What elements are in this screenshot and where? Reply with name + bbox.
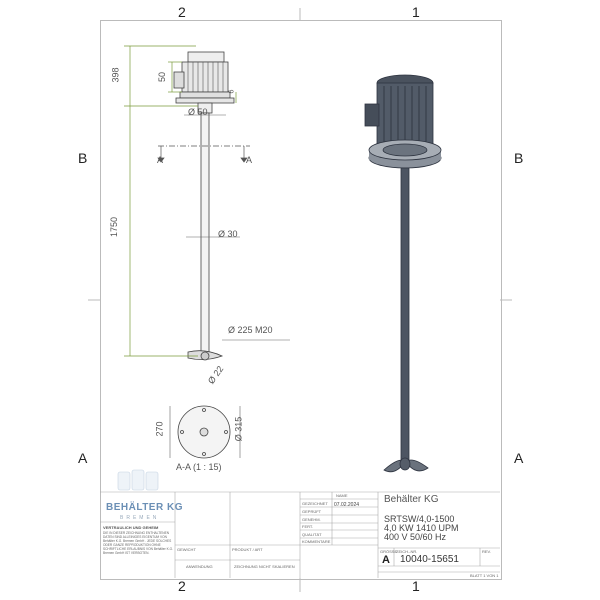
label-scale-note: ZEICHNUNG NICHT SKALIEREN [234,564,295,569]
spec-line-3: 400 V 50/60 Hz [384,532,447,542]
section-view-label: A-A (1 : 15) [176,462,222,472]
label-qa: QUALITÄT [302,532,322,537]
company-name: Behälter KG [384,494,439,505]
label-comments: KOMMENTARE [302,539,331,544]
dim-dia-30: Ø 30 [218,229,238,239]
label-dwgno: ZEICH.-NR. [396,549,418,554]
label-mfg: FERT. [302,524,314,529]
sheet-size: A [382,554,390,566]
label-weight: GEWICHT [177,547,196,552]
dim-50: 50 [157,71,168,83]
label-usage: ANWENDUNG [186,564,213,569]
section-mark-left: A [157,155,164,165]
label-rev: REV. [482,549,491,554]
confidential-title: VERTRAULICH UND GEHEIM [103,525,159,530]
zone-label-left-b: B [78,150,88,166]
zone-label-top-1: 1 [412,4,420,20]
spec-line-1: SRTSW/4,0-1500 [384,514,455,524]
company-logo-city: BREMEN [120,515,160,521]
zone-label-bottom-2: 2 [178,578,186,594]
company-logo-text: BEHÄLTER KG [106,502,183,513]
drawing-date: 07.02.2024 [334,502,360,508]
dim-dia-50: Ø 50 [188,107,208,117]
label-checked: GEPRÜFT [302,509,322,514]
dim-270: 270 [154,421,165,437]
dim-6: 6 [228,89,236,94]
label-approved: GENEHM. [302,517,321,522]
zone-label-right-b: B [514,150,524,166]
label-product: PRODUKT / ART [232,547,263,552]
confidential-body: DIE IN DIESER ZEICHNUNG ENTHALTENEN DATE… [103,531,173,555]
zone-label-right-a: A [514,450,524,466]
zone-label-left-a: A [78,450,88,466]
zone-label-bottom-1: 1 [412,578,420,594]
spec-line-2: 4,0 KW 1410 UPM [384,523,459,533]
section-mark-right: A [246,155,253,165]
dim-dia-225: Ø 225 M20 [228,325,273,335]
label-name: NAME [336,493,348,498]
drawing-number: 10040-15651 [400,554,459,565]
label-size: GRÖSSE [380,549,398,554]
dim-398: 398 [110,67,121,83]
logo-graphic [117,469,159,491]
label-drawn: GEZEICHNET [302,501,328,506]
isometric-view [364,74,442,473]
section-view [169,405,241,459]
front-view [173,51,235,361]
label-sheet: BLATT 1 VON 1 [470,573,499,578]
dim-1750: 1750 [109,216,120,238]
dim-dia-315: Ø 315 [233,416,244,442]
zone-label-top-2: 2 [178,4,186,20]
